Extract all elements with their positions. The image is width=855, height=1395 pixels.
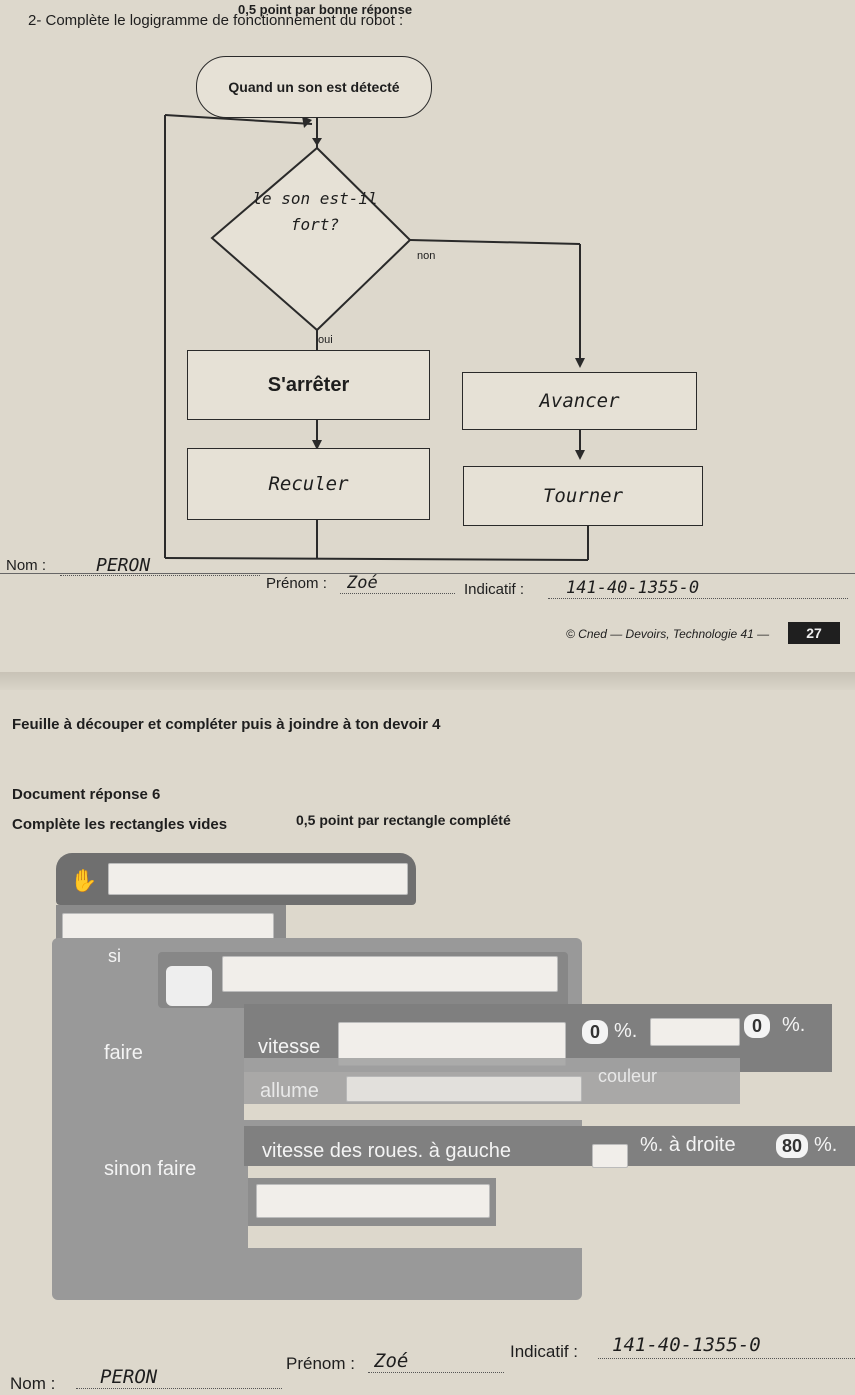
page-number: 27 (788, 622, 840, 644)
no-label: non (417, 250, 436, 262)
doc-label: Document réponse 6 (12, 786, 161, 803)
nom-value: PERON (96, 555, 151, 576)
sinon-faire-label: sinon faire (104, 1158, 197, 1180)
question-title: 2- Complète le logigramme de fonctionnem… (28, 12, 404, 29)
left-speed-value[interactable]: 0 (582, 1020, 608, 1044)
flowchart-lines (164, 114, 589, 561)
event-slot[interactable] (108, 863, 408, 895)
sheet-heading: Feuille à découper et compléter puis à j… (12, 716, 441, 733)
command-slot-2[interactable] (256, 1184, 490, 1218)
a-droite-label: %. à droite (640, 1134, 736, 1156)
indicatif-value-2: 141-40-1355-0 (612, 1334, 761, 1356)
prenom-value: Zoé (347, 573, 378, 593)
pct-3: %. (814, 1134, 838, 1156)
pct-1: %. (614, 1020, 638, 1042)
nom-dots-2 (76, 1388, 282, 1389)
vitesse-label: vitesse (258, 1036, 321, 1058)
condition-slot[interactable] (222, 956, 558, 992)
identity-top: Nom : PERON Prénom : Zoé Indicatif : 141… (0, 553, 855, 599)
nom-label: Nom : (6, 557, 47, 574)
clap-icon: ✋ (70, 868, 98, 893)
point-line: 0,5 point par bonne réponse (238, 2, 413, 17)
box-forward: Avancer (462, 372, 697, 430)
right-wheel-value[interactable]: 80 (776, 1134, 808, 1158)
nom-dots (60, 575, 260, 576)
box-back: Reculer (187, 448, 430, 520)
indicatif-value: 141-40-1355-0 (566, 578, 700, 598)
instruction: Complète les rectangles vides (12, 816, 228, 833)
flowchart-start: Quand un son est détecté (196, 56, 432, 118)
nom-value-2: PERON (100, 1366, 158, 1388)
si-label: si (108, 946, 121, 966)
wheel-speed-block[interactable] (244, 1126, 855, 1166)
flowchart-start-label: Quand un son est détecté (228, 79, 400, 95)
allume-label: allume (260, 1080, 319, 1102)
divider-line (0, 573, 855, 574)
prenom-dots (340, 593, 455, 594)
box-stop-label: S'arrêter (267, 373, 350, 396)
pct-2: %. (782, 1014, 806, 1036)
prenom-label: Prénom : (266, 575, 327, 592)
prenom-value-2: Zoé (374, 1350, 409, 1372)
prenom-label-2: Prénom : (286, 1354, 355, 1373)
footer-credit: © Cned — Devoirs, Technologie 41 — (566, 627, 770, 641)
sound-sensor-icon (166, 966, 212, 1006)
light-slot[interactable] (346, 1076, 582, 1102)
page-seam (0, 672, 855, 690)
indicatif-dots (548, 598, 848, 599)
box-forward-label: Avancer (539, 390, 620, 412)
couleur-label: couleur (598, 1066, 658, 1086)
speed-slot-2[interactable] (650, 1018, 740, 1046)
wheel-speed-label: vitesse des roues. à gauche (262, 1140, 512, 1162)
indicatif-dots-2 (598, 1358, 855, 1359)
box-stop: S'arrêter (187, 350, 430, 420)
box-back-label: Reculer (268, 473, 349, 495)
identity-bottom: Nom : PERON Prénom : Zoé Indicatif : 141… (0, 1320, 855, 1395)
right-speed-value[interactable]: 0 (744, 1014, 770, 1038)
faire-label: faire (104, 1042, 143, 1064)
indicatif-label: Indicatif : (464, 581, 525, 598)
indicatif-label-2: Indicatif : (510, 1342, 579, 1361)
prenom-dots-2 (368, 1372, 504, 1373)
box-turn: Tourner (463, 466, 703, 526)
nom-label-2: Nom : (10, 1374, 56, 1393)
decision-label: le son est-il fort? (252, 189, 378, 234)
yes-label: oui (318, 334, 333, 346)
box-turn-label: Tourner (542, 485, 624, 507)
left-wheel-slot[interactable] (592, 1144, 628, 1168)
points-note: 0,5 point par rectangle complété (296, 812, 511, 828)
